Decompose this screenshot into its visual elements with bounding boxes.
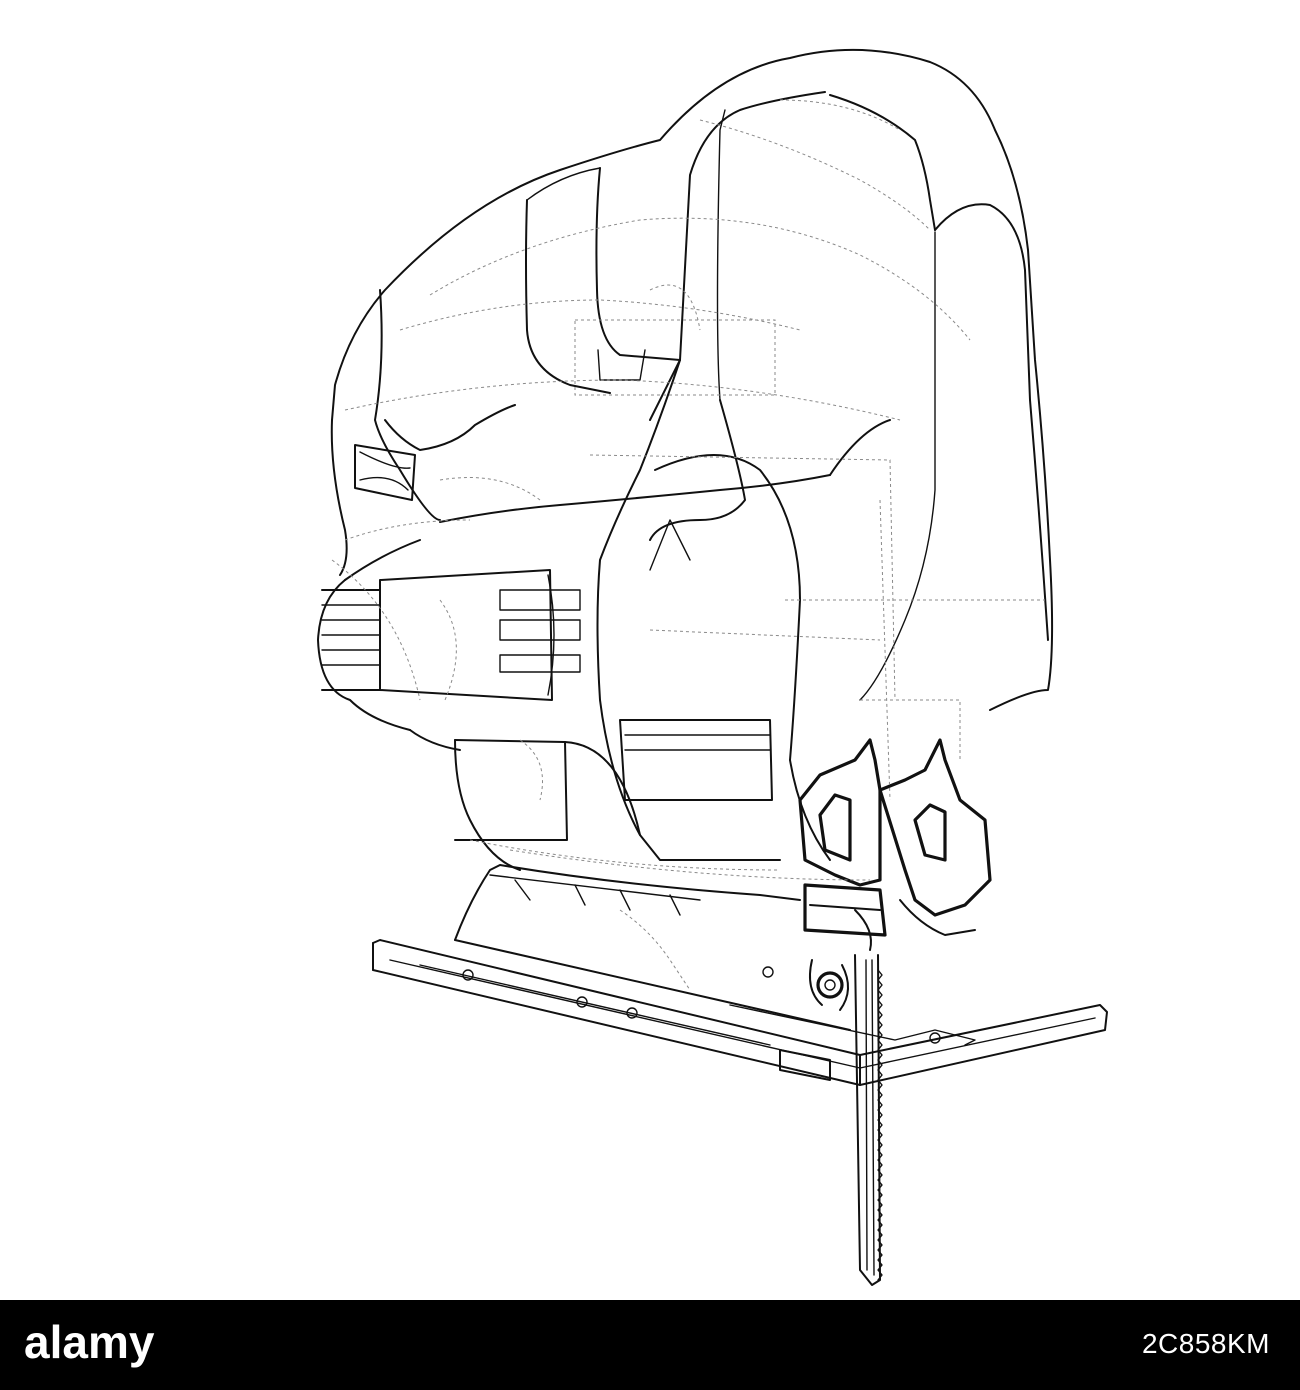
- illustration-canvas: [317, 48, 1108, 1286]
- alamy-logo: alamy: [24, 1316, 155, 1368]
- alamy-logo-text: alamy: [24, 1316, 155, 1368]
- jigsaw-wireframe-drawing: [317, 48, 1108, 1286]
- base-plate: [372, 864, 1108, 1086]
- stock-image-id: 2C858KM: [1141, 1328, 1270, 1359]
- blade-clamp-assembly: [798, 738, 992, 1011]
- hidden-edges: [331, 99, 1045, 991]
- saw-blade: [854, 954, 883, 1286]
- jigsaw-body-outline: [317, 48, 1054, 871]
- stock-footer-bar: alamy 2C858KM: [0, 1300, 1300, 1390]
